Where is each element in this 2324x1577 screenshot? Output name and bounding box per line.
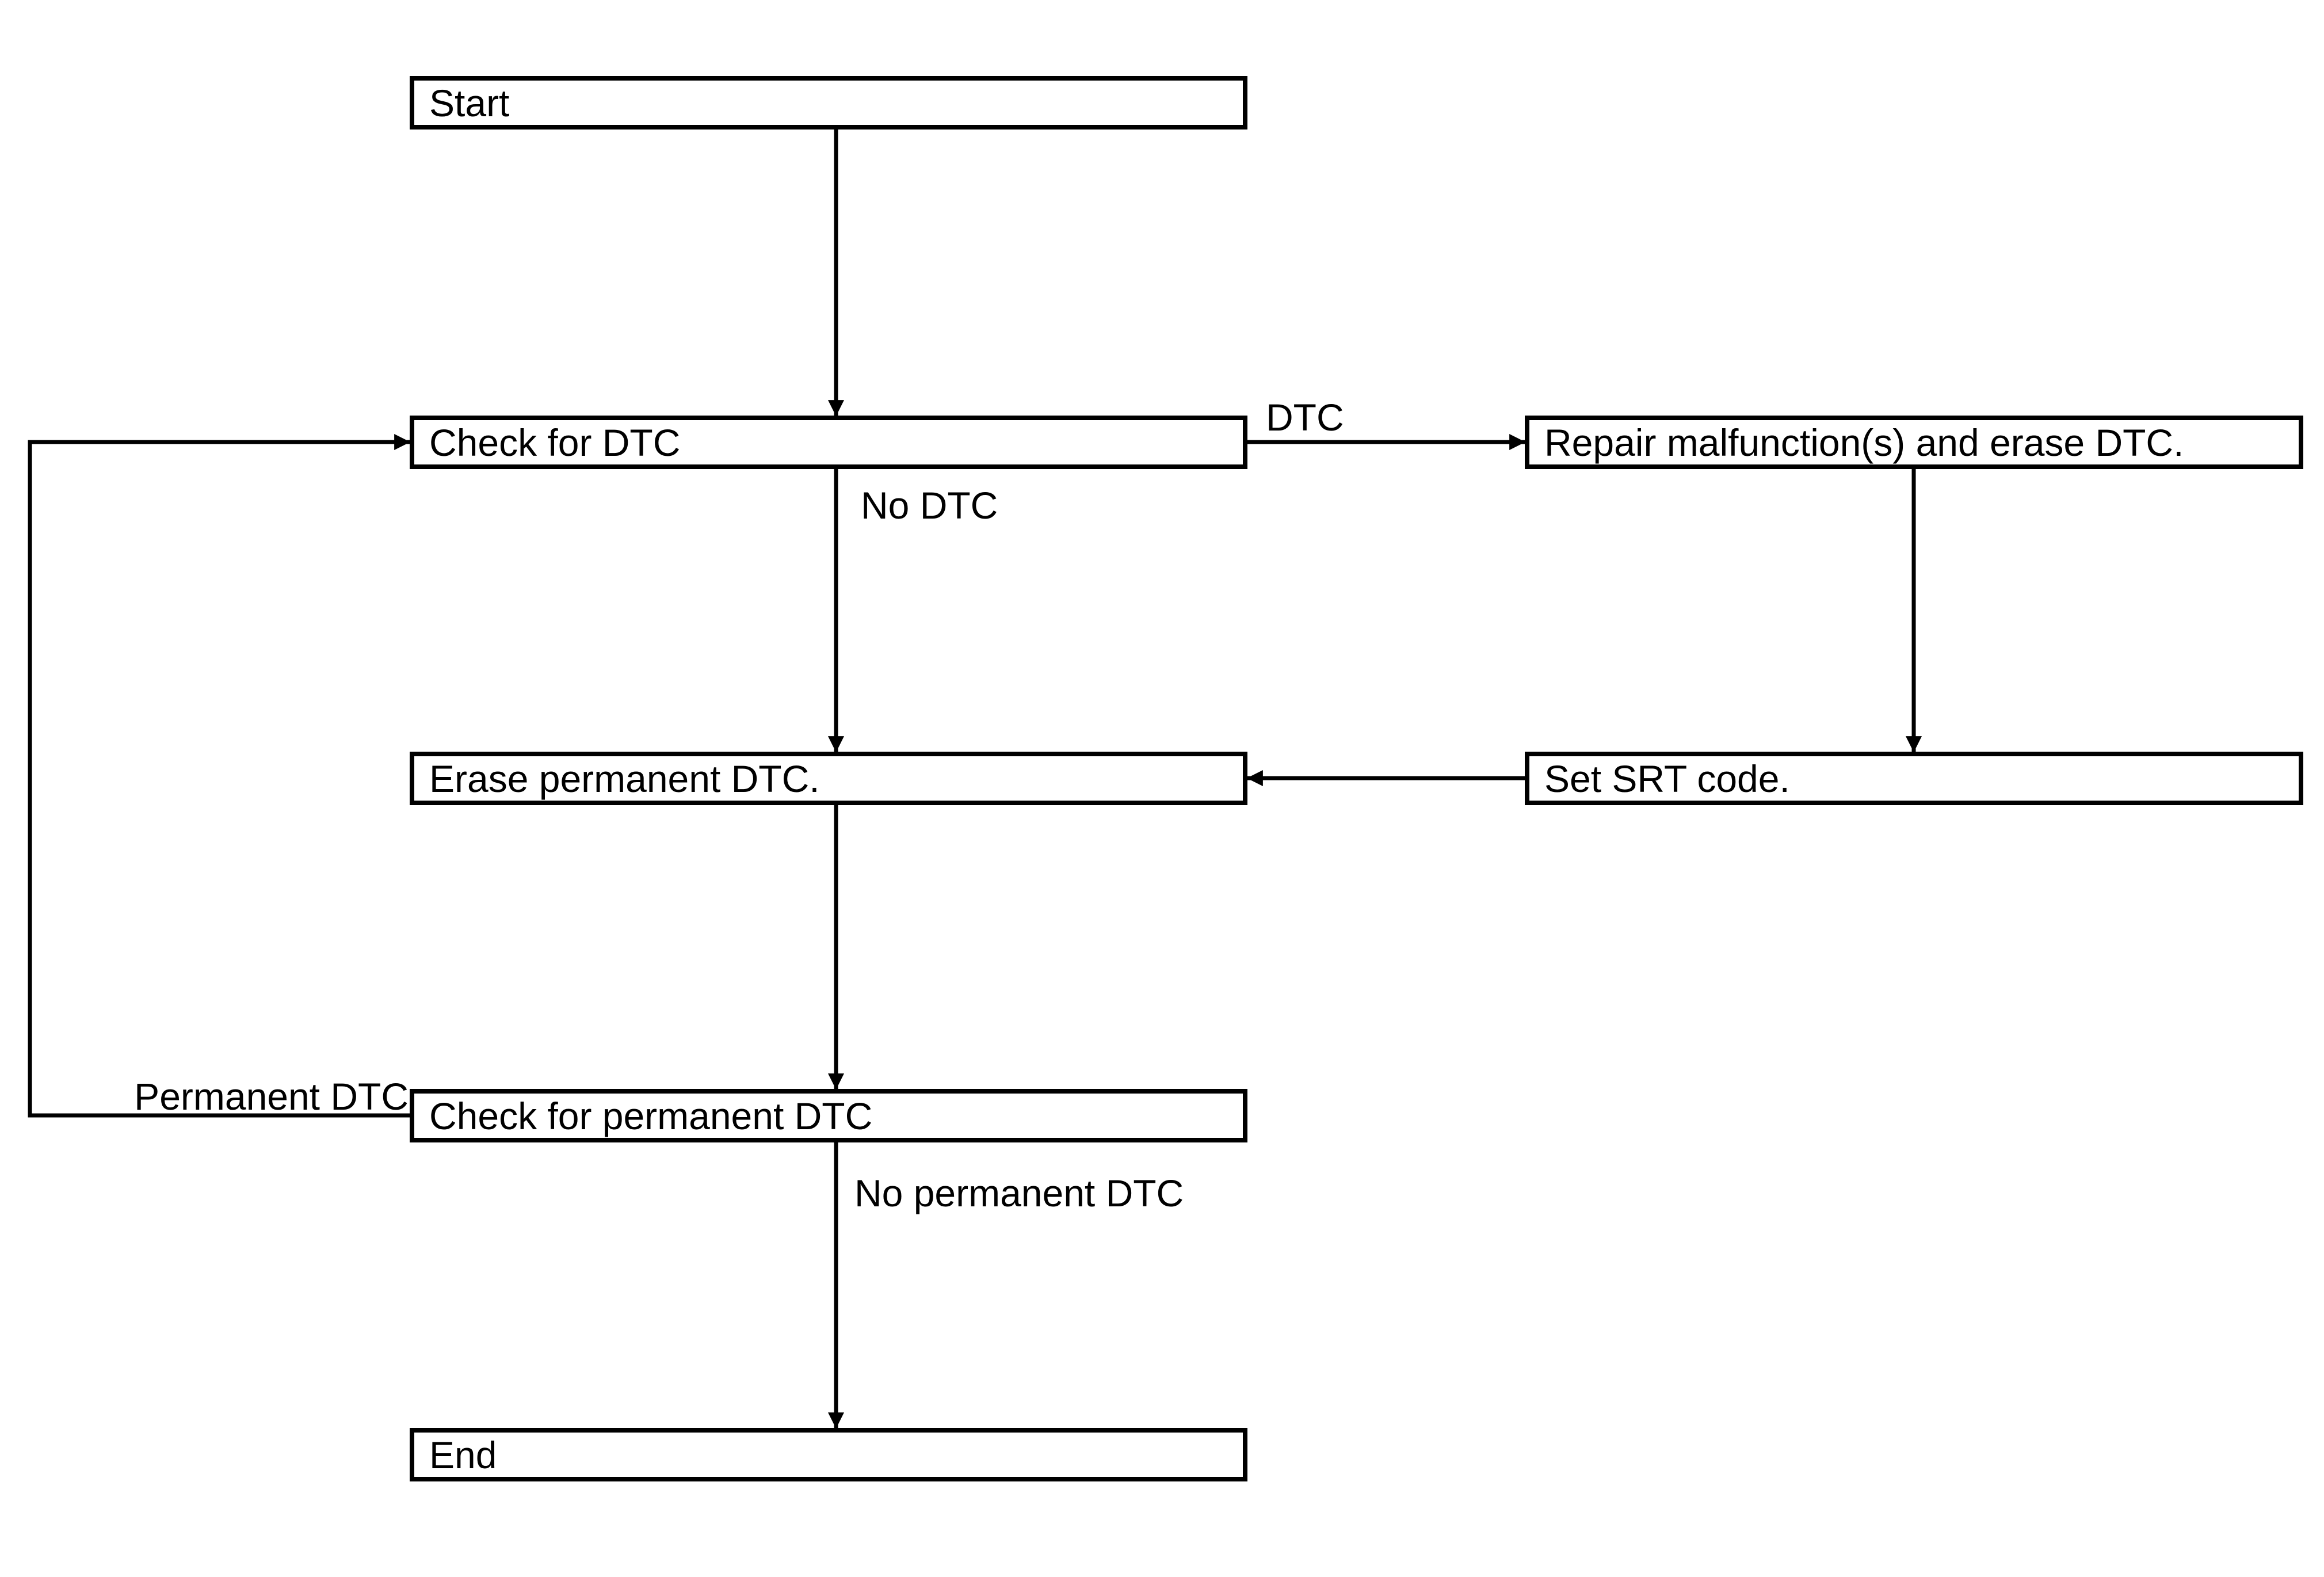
node-check-permanent-dtc: Check for permanent DTC — [410, 1089, 1247, 1142]
edge-label-no-permanent-dtc: No permanent DTC — [854, 1172, 1184, 1214]
node-set-srt-code: Set SRT code. — [1525, 752, 2303, 805]
node-repair-malfunction: Repair malfunction(s) and erase DTC. — [1525, 416, 2303, 469]
node-end: End — [410, 1428, 1247, 1481]
node-check-dtc: Check for DTC — [410, 416, 1247, 469]
node-erase-permanent-dtc: Erase permanent DTC. — [410, 752, 1247, 805]
edge-check-permanent-loop-to-check-dtc — [28, 434, 411, 1118]
edge-label-permanent-dtc: Permanent DTC — [134, 1075, 409, 1118]
edge-label-no-dtc: No DTC — [861, 484, 998, 527]
node-start: Start — [410, 76, 1247, 129]
edge-label-dtc: DTC — [1266, 396, 1344, 439]
